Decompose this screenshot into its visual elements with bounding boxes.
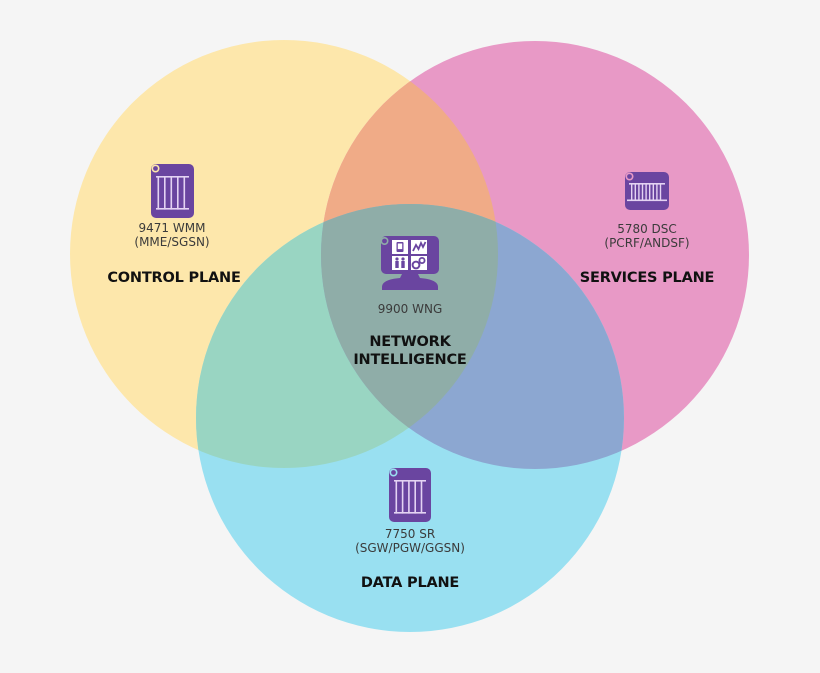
device-role: (PCRF/ANDSF)	[604, 236, 690, 250]
data-plane-label: DATA PLANE	[360, 575, 460, 591]
label-line-1: NETWORK	[369, 334, 451, 350]
device-name: 9471 WMM	[138, 221, 206, 235]
center-device: 9900 WNG	[350, 302, 470, 316]
server-rack-icon	[151, 164, 194, 218]
device-role: (MME/SGSN)	[134, 235, 210, 249]
control-plane-device: 9471 WMM (MME/SGSN)	[112, 221, 232, 249]
center-overlap	[321, 204, 498, 468]
analytics-monitor-icon	[380, 236, 439, 290]
router-rack-icon	[389, 468, 431, 522]
services-plane-label: SERVICES PLANE	[579, 270, 715, 286]
label-line-2: INTELLIGENCE	[353, 352, 467, 368]
device-name: 5780 DSC	[617, 222, 677, 236]
services-plane-device: 5780 DSC (PCRF/ANDSF)	[587, 222, 707, 250]
device-name: 7750 SR	[384, 527, 436, 541]
device-name: 9900 WNG	[377, 302, 443, 316]
control-plane-label: CONTROL PLANE	[107, 270, 241, 286]
data-plane-device: 7750 SR (SGW/PGW/GGSN)	[340, 527, 480, 555]
device-role: (SGW/PGW/GGSN)	[355, 541, 465, 555]
network-intelligence-label: NETWORK INTELLIGENCE	[330, 333, 490, 369]
server-chassis-icon	[625, 172, 669, 210]
